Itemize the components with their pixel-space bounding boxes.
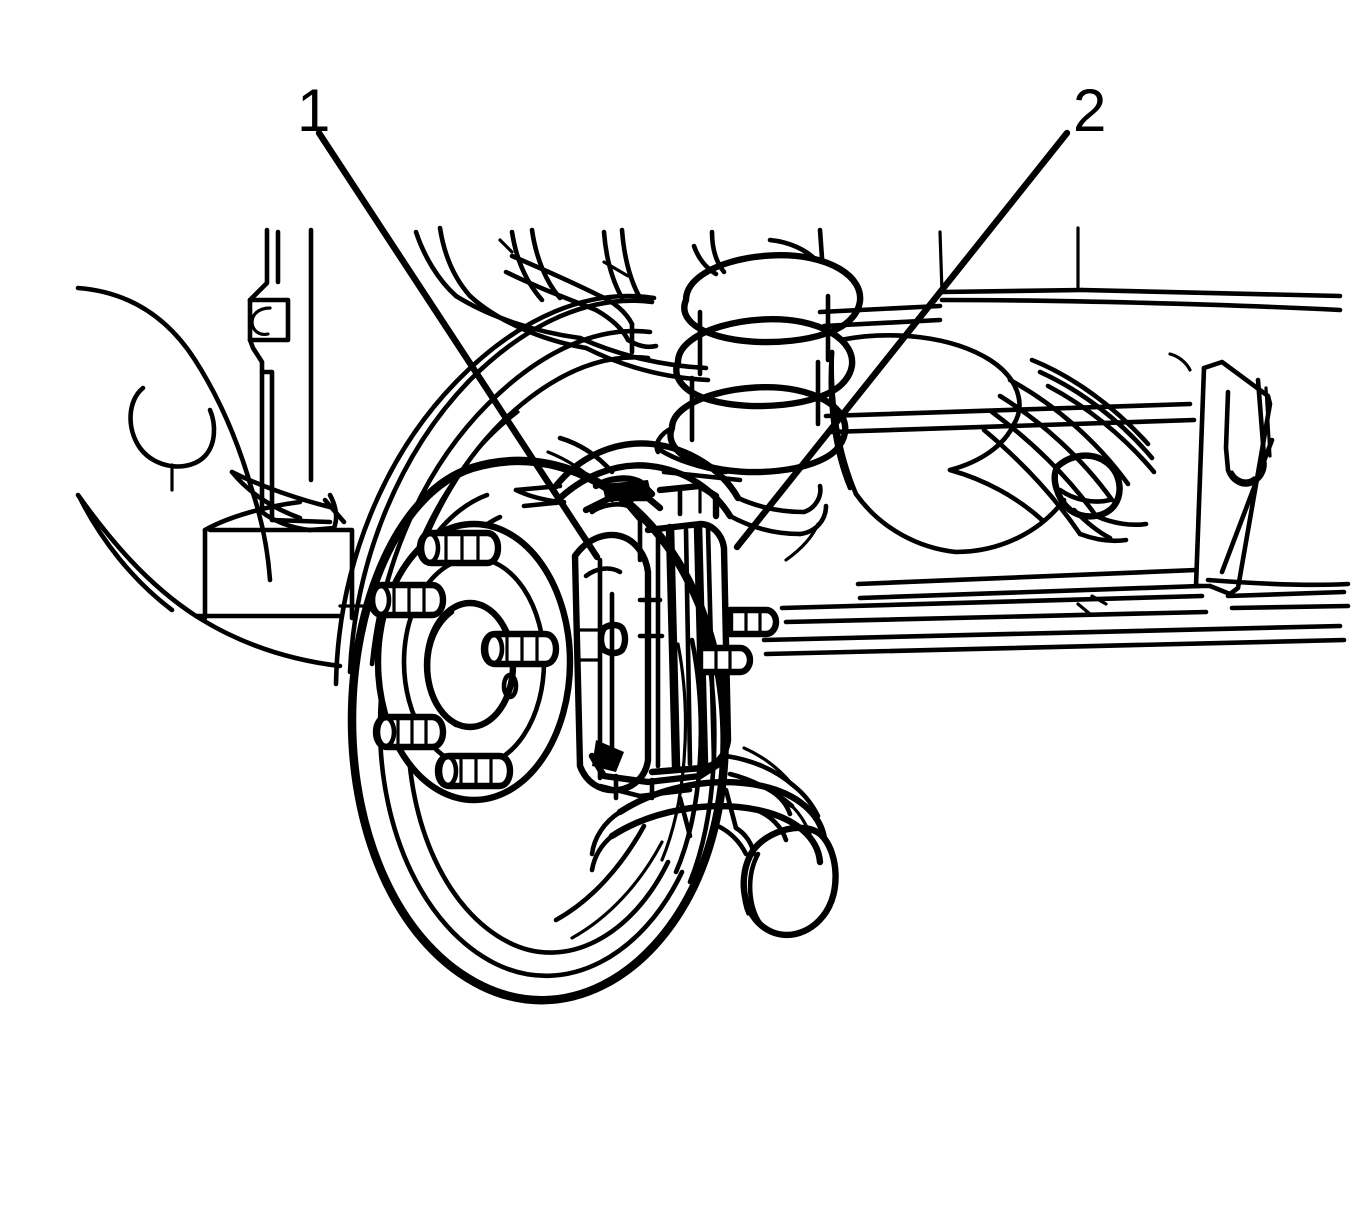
brake-hose	[513, 440, 829, 562]
axle-flange	[723, 746, 821, 836]
wheel-stud	[434, 752, 514, 790]
wheel-studs	[338, 529, 560, 790]
rear-axle-housing	[817, 226, 1343, 555]
frame-rails	[761, 401, 1351, 657]
rotor-edge-detail	[546, 435, 664, 940]
wheel-stud	[416, 529, 502, 567]
callout-leaders	[315, 129, 1071, 561]
callout-label-1: 1	[297, 77, 330, 144]
upper-suspension-links	[413, 225, 711, 383]
wheel-stud	[480, 630, 560, 700]
callout-label-2: 2	[1073, 77, 1106, 144]
leader-line-1	[315, 129, 601, 561]
coil-spring	[654, 227, 864, 483]
wheel-stud	[338, 581, 447, 619]
wheel-stud	[372, 713, 447, 751]
body-pillar-bracket	[170, 227, 347, 533]
leader-line-2	[733, 129, 1071, 551]
